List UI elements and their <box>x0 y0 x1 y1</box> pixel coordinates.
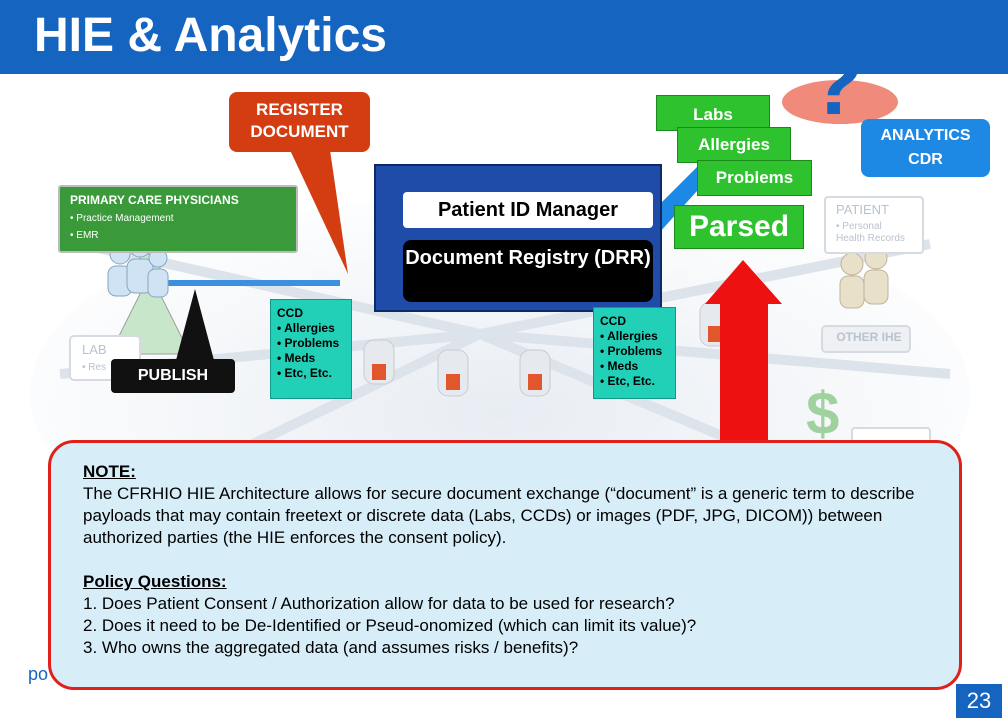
labs-tab: Labs <box>656 95 770 131</box>
footer-fragment: po <box>28 664 49 684</box>
page-number: 23 <box>956 684 1002 718</box>
parsed-label: Parsed <box>674 205 804 249</box>
policy-question-3: 3. Who owns the aggregated data (and ass… <box>83 638 579 657</box>
ccd-left-title: CCD <box>277 306 303 320</box>
lab-label: LAB <box>82 342 107 357</box>
document-registry: Document Registry (DRR) <box>403 240 653 302</box>
policy-question-1: 1. Does Patient Consent / Authorization … <box>83 594 675 613</box>
ccd-right-item: Allergies <box>600 329 669 344</box>
ccd-right-item: Etc, Etc. <box>600 374 669 389</box>
ccd-right-item: Meds <box>600 359 669 374</box>
lab-item-label: Res <box>88 362 107 373</box>
publish-pointer <box>175 289 215 364</box>
note-box: NOTE: The CFRHIO HIE Architecture allows… <box>48 440 962 690</box>
primary-care-box: PRIMARY CARE PHYSICIANS • Practice Manag… <box>58 185 298 253</box>
allergies-tab: Allergies <box>677 127 791 163</box>
dollar-sign: $ <box>806 380 839 447</box>
ccd-right-title: CCD <box>600 314 626 328</box>
other-ihe-box <box>821 325 911 353</box>
pedestal <box>782 80 898 124</box>
ccd-left-item: Meds <box>277 351 345 366</box>
ccd-left-item: Etc, Etc. <box>277 366 345 381</box>
ccd-box-left: CCD Allergies Problems Meds Etc, Etc. <box>270 299 352 399</box>
problems-tab: Problems <box>697 160 812 196</box>
question-mark: ? <box>808 74 863 134</box>
publish-label: PUBLISH <box>111 359 235 393</box>
primary-care-item-2-label: EMR <box>76 230 99 241</box>
page-title: HIE & Analytics <box>34 9 387 62</box>
note-heading-text: NOTE: <box>83 462 136 481</box>
red-up-arrow <box>705 260 782 444</box>
note-body: The CFRHIO HIE Architecture allows for s… <box>83 484 915 547</box>
lab-item: • Res <box>82 362 107 373</box>
ccd-right-item: Problems <box>600 344 669 359</box>
ccd-right-list: Allergies Problems Meds Etc, Etc. <box>600 329 669 389</box>
primary-care-item-1-label: Practice Management <box>76 213 174 224</box>
primary-care-item-1: • Practice Management <box>70 213 174 224</box>
patient-id-manager: Patient ID Manager <box>403 192 653 228</box>
note-heading: NOTE: <box>83 461 927 483</box>
server-lights <box>372 326 722 390</box>
primary-care-title: PRIMARY CARE PHYSICIANS <box>70 193 239 207</box>
people-right <box>839 246 889 309</box>
ccd-box-right: CCD Allergies Problems Meds Etc, Etc. <box>593 307 676 399</box>
patient-item-label: Personal Health Records <box>836 221 905 244</box>
patient-item: • Personal Health Records <box>836 221 905 244</box>
policy-heading: Policy Questions: <box>83 571 927 593</box>
ccd-left-item: Problems <box>277 336 345 351</box>
other-ihe-label: OTHER IHE <box>836 330 902 344</box>
policy-question-2: 2. Does it need to be De-Identified or P… <box>83 616 697 635</box>
ccd-left-item: Allergies <box>277 321 345 336</box>
ccd-left-list: Allergies Problems Meds Etc, Etc. <box>277 321 345 381</box>
patient-title: PATIENT <box>836 202 889 217</box>
title-bar <box>0 0 1008 74</box>
register-callout-tail <box>290 150 348 274</box>
primary-care-item-2: • EMR <box>70 230 99 241</box>
policy-heading-text: Policy Questions: <box>83 572 227 591</box>
analytics-cdr: ANALYTICS CDR <box>861 119 990 177</box>
patient-box: PATIENT • Personal Health Records <box>824 196 924 254</box>
register-document-callout: REGISTER DOCUMENT <box>229 92 370 152</box>
